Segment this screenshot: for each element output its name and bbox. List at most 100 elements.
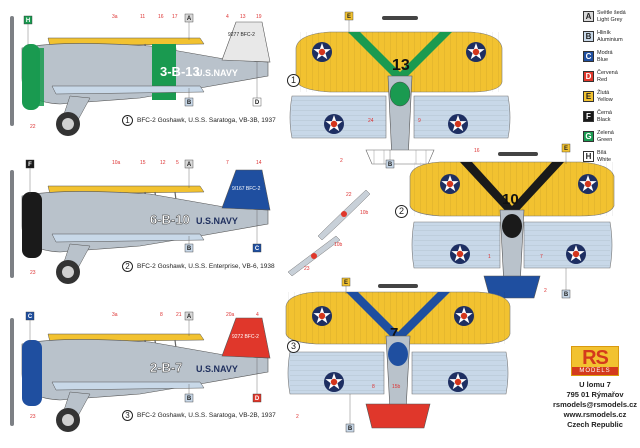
- legend-swatch: B: [583, 31, 594, 42]
- tailplane: [365, 149, 435, 165]
- wing-roundel: [448, 114, 468, 134]
- callout-number: 21: [176, 312, 182, 318]
- callout-key: B: [564, 292, 569, 298]
- legend-swatch: E: [583, 91, 594, 102]
- callout-number: 24: [368, 118, 374, 124]
- legend-czech: Žlutá: [597, 90, 610, 96]
- callout-key: H: [26, 18, 30, 24]
- wing-roundel: [324, 114, 344, 134]
- wing-roundel: [578, 174, 598, 194]
- legend-czech: Zelená: [597, 130, 614, 136]
- wing-chevron: [346, 292, 450, 344]
- lower-wing: [51, 381, 205, 391]
- callout-key: C: [255, 246, 260, 252]
- propeller-detail-1: [317, 189, 371, 241]
- tail-text: 9277 BFC-2: [228, 32, 255, 38]
- callout-number: 19: [256, 14, 262, 20]
- legend-czech: Bílá: [597, 150, 607, 156]
- legend-swatch: A: [583, 11, 594, 22]
- logo-main: RS: [582, 347, 609, 369]
- rs-models-logo: RS MODELS: [571, 346, 619, 376]
- plan-view-number: 1: [287, 74, 300, 87]
- callout-key: B: [388, 162, 393, 168]
- legend-english: Yellow: [597, 96, 613, 103]
- callout-number: 4: [256, 312, 259, 318]
- profile-caption-text: BFC-2 Goshawk, U.S.S. Saratoga, VB-3B, 1…: [137, 117, 276, 125]
- tailplane: [365, 403, 431, 429]
- address-line: Czech Republic: [567, 420, 623, 429]
- leader-lines: [27, 20, 567, 424]
- callout-number: 22: [30, 124, 36, 130]
- legend-swatch: G: [583, 131, 594, 142]
- wing-code: 7: [390, 325, 398, 342]
- side-profile-2: 6-B-10 U.S.NAVY 9/167 BFC-2: [10, 169, 271, 284]
- wing-roundel: [450, 244, 470, 264]
- tail-fin: [221, 169, 271, 211]
- address-line: U lomu 7: [579, 380, 611, 389]
- fuselage-code: 6-B-10: [150, 212, 190, 227]
- callout-key: B: [187, 396, 192, 402]
- callout-key: A: [187, 314, 192, 320]
- lower-wing: [51, 233, 205, 243]
- plan-view-1: 13: [289, 16, 511, 165]
- cowling: [22, 340, 42, 406]
- callout-number: 23: [304, 266, 310, 272]
- wing-roundel: [566, 244, 586, 264]
- callout-number: 16: [474, 148, 480, 154]
- callout-key: D: [255, 100, 260, 106]
- callout-number: 10b: [360, 210, 369, 216]
- callout-number: 13: [240, 14, 246, 20]
- propeller: [10, 318, 14, 426]
- fuselage-text: U.S.NAVY: [196, 364, 238, 374]
- tail-fin: [221, 317, 271, 359]
- logo-sub: MODELS: [572, 367, 618, 375]
- callout-key: D: [255, 396, 260, 402]
- wing-roundel: [466, 42, 486, 62]
- callout-key: E: [347, 14, 351, 20]
- wing-code: 13: [392, 57, 410, 74]
- tail-text: 9/167 BFC-2: [232, 186, 261, 192]
- fuselage-code: 2-B-7: [150, 360, 183, 375]
- callout-number: 8: [160, 312, 163, 318]
- legend-czech: Černá: [597, 110, 612, 116]
- legend-english: Black: [597, 116, 611, 123]
- wing-roundel: [324, 372, 344, 392]
- callout-key: E: [344, 280, 348, 286]
- callout-number: 2: [544, 288, 547, 294]
- side-profile-3: 2-B-7 U.S.NAVY 9272 BFC-2: [10, 317, 271, 432]
- callout-number: 7: [540, 254, 543, 260]
- propeller: [10, 16, 14, 126]
- wing-roundel: [312, 42, 332, 62]
- propeller: [498, 152, 538, 156]
- callout-number: 3a: [112, 312, 118, 318]
- callout-key: A: [187, 162, 192, 168]
- callout-number: 11: [140, 14, 145, 20]
- profile-number: 2: [122, 261, 133, 272]
- callout-number: 1: [488, 254, 491, 260]
- callout-key: A: [187, 16, 192, 22]
- callout-number: 4: [226, 14, 229, 20]
- callout-key: E: [564, 146, 568, 152]
- legend-english: White: [597, 156, 612, 163]
- legend-english: Red: [597, 76, 608, 83]
- callout-number: 9: [418, 118, 421, 124]
- side-profile-1: 3-B-13 U.S.NAVY 9277 BFC-2: [10, 16, 271, 136]
- callout-number: 5: [176, 160, 179, 166]
- manufacturer-block: RS MODELS U lomu 7 795 01 Rýmařov rsmode…: [553, 346, 637, 430]
- callout-number: 23: [30, 414, 36, 420]
- callout-numbers: 3a 11 16 17 4 13 19 22 10a 15 12 5 7 14 …: [30, 14, 547, 420]
- address-line: rsmodels@rsmodels.cz: [553, 400, 638, 409]
- tail-fin: [221, 21, 271, 63]
- callout-number: 22: [346, 192, 352, 198]
- plan-view-number: 2: [395, 205, 408, 218]
- callout-number: 3a: [112, 14, 118, 20]
- profile-number: 3: [122, 410, 133, 421]
